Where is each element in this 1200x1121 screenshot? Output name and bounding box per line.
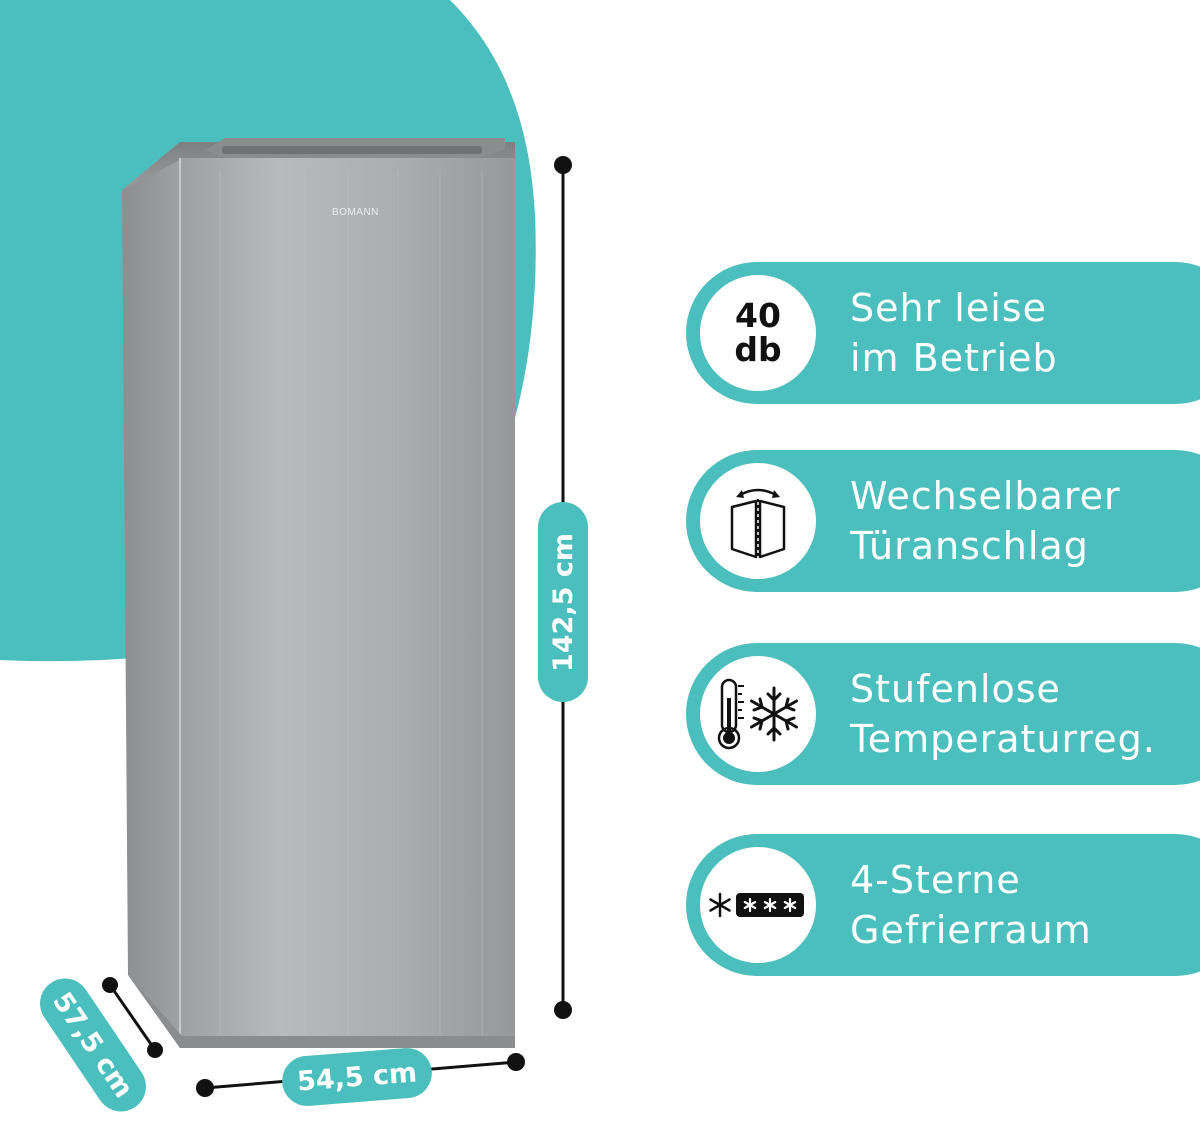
door-reverse-icon [700, 463, 816, 579]
feature-freezer-line2: Gefrierraum [850, 908, 1092, 952]
feature-noise-line1: Sehr leise [850, 286, 1047, 330]
four-star-freezer-icon [700, 847, 816, 963]
feature-noise: 40 db Sehr leise im Betrieb [686, 262, 1200, 404]
height-label: 142,5 cm [538, 502, 588, 702]
feature-temperature-line2: Temperaturreg. [850, 717, 1156, 761]
feature-door-line1: Wechselbarer [850, 474, 1121, 518]
decibel-icon: 40 db [700, 275, 816, 391]
feature-freezer-line1: 4-Sterne [850, 858, 1021, 902]
decibel-value: 40 [735, 296, 781, 335]
feature-door-line2: Türanschlag [850, 524, 1089, 568]
decibel-unit: db [734, 330, 782, 369]
feature-freezer: 4-Sterne Gefrierraum [686, 834, 1200, 976]
feature-noise-line2: im Betrieb [850, 336, 1058, 380]
thermometer-snowflake-icon [700, 656, 816, 772]
feature-temperature: Stufenlose Temperaturreg. [686, 643, 1200, 785]
feature-temperature-line1: Stufenlose [850, 667, 1061, 711]
brand-logo: BOMANN [332, 207, 379, 218]
feature-door: Wechselbarer Türanschlag [686, 450, 1200, 592]
